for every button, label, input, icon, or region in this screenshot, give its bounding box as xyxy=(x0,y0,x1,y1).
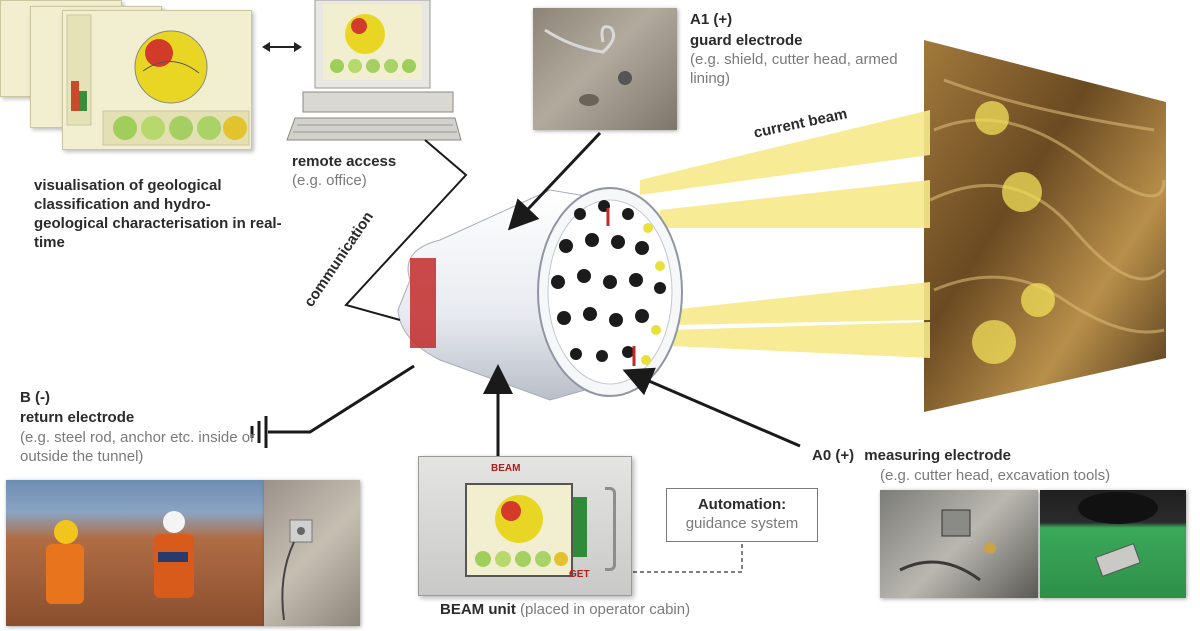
measuring-electrode-name: measuring electrode xyxy=(864,447,1011,464)
beam-device-screen-graphic xyxy=(475,495,568,567)
beam-spot xyxy=(972,320,1016,364)
automation-box: Automation: guidance system xyxy=(666,488,818,542)
current-beam xyxy=(640,110,930,195)
communication-label: communication xyxy=(300,208,377,311)
current-beams xyxy=(640,110,930,358)
return-electrode-photo xyxy=(264,480,360,626)
measuring-electrode-title: A0 (+) measuring electrode xyxy=(812,446,1011,465)
cutter-head-photo xyxy=(880,490,1038,598)
return-electrode-name: return electrode xyxy=(20,409,135,426)
current-beam xyxy=(670,322,930,358)
excavation-tool-photo xyxy=(1040,490,1186,598)
return-electrode-note: (e.g. steel rod, anchor etc. inside or o… xyxy=(20,429,256,465)
beam-spot xyxy=(975,101,1009,135)
field-workers-graphic xyxy=(46,511,194,604)
current-beam xyxy=(670,282,930,325)
guard-electrode-note: (e.g. shield, cutter head, armed lining) xyxy=(690,51,898,87)
current-beam xyxy=(660,180,930,228)
cutter-head-graphic xyxy=(899,509,996,582)
guard-electrode-graphic xyxy=(544,25,632,106)
excavation-tool-graphic xyxy=(1078,492,1158,577)
computer-icon xyxy=(286,0,462,141)
beam-unit-title: BEAM unit xyxy=(440,601,516,618)
field-workers-photo xyxy=(6,480,264,626)
visualisation-screens xyxy=(0,0,260,150)
beam-device-handle xyxy=(605,487,616,571)
visualisation-caption: visualisation of geological classificati… xyxy=(34,177,282,251)
beam-unit-caption: BEAM unit (placed in operator cabin) xyxy=(440,600,690,619)
beam-unit-note: (placed in operator cabin) xyxy=(520,601,691,618)
automation-title: Automation: xyxy=(697,496,787,513)
guard-electrode-name: guard electrode xyxy=(690,32,803,49)
measuring-electrode-note: (e.g. cutter head, excavation tools) xyxy=(880,467,1111,484)
remote-access-title: remote access xyxy=(292,153,397,170)
screen-card-front xyxy=(62,10,252,150)
guard-electrode-photo xyxy=(533,8,677,130)
automation-subtitle: guidance system xyxy=(685,515,799,532)
tunnel-boring-machine xyxy=(397,187,683,401)
return-electrode-title: B (-) xyxy=(20,389,50,406)
measuring-electrode-symbol: A0 (+) xyxy=(812,447,855,464)
beam-spot xyxy=(1002,172,1042,212)
beam-device-screen xyxy=(465,483,573,577)
double-arrow-icon xyxy=(262,42,302,52)
beam-device-logo: GET xyxy=(569,569,590,580)
return-electrode-graphic xyxy=(281,519,313,621)
screen-card-front-graphic xyxy=(66,14,250,146)
beam-device-led-panel xyxy=(573,497,587,557)
rock-face xyxy=(924,40,1166,412)
remote-access-note: (e.g. office) xyxy=(292,172,367,189)
guard-electrode-title: A1 (+) xyxy=(690,11,733,28)
beam-device-label: BEAM xyxy=(491,463,521,474)
beam-spot xyxy=(1021,283,1055,317)
beam-unit-device: BEAM GET xyxy=(418,456,632,596)
